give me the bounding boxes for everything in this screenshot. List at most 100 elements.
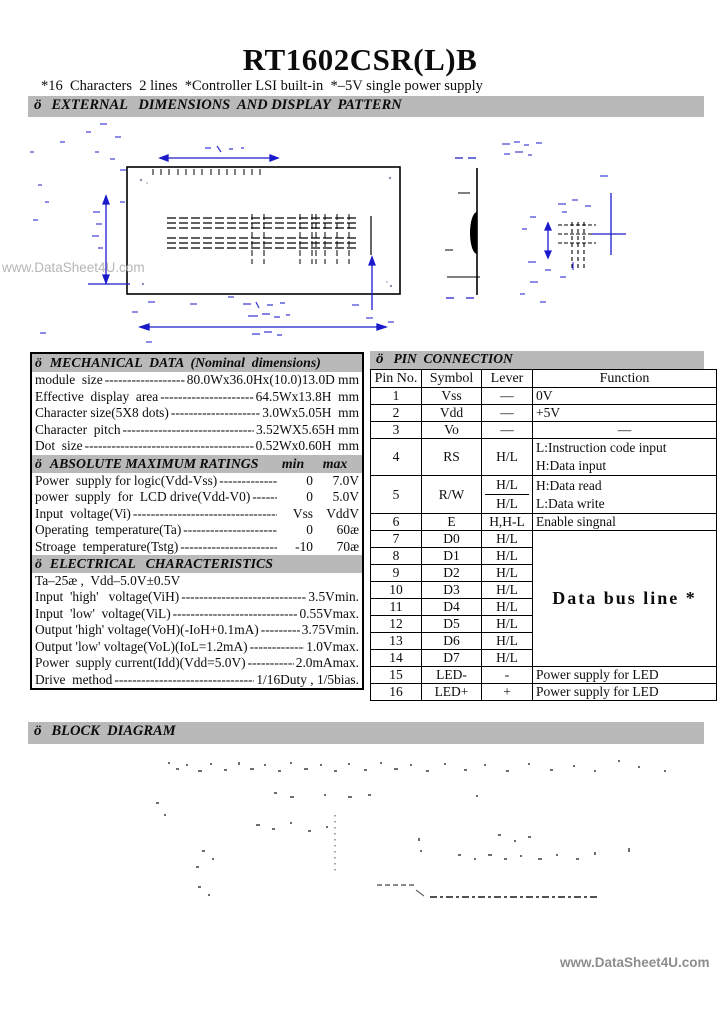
dash-leader [171, 405, 260, 422]
dash-leader [252, 489, 277, 506]
dash-leader [219, 473, 277, 490]
dimension-lines [30, 123, 626, 343]
spec-label: module size [35, 372, 103, 387]
pin-function-line: H:Data read [536, 477, 602, 493]
pin-row: 7 D0 H/L Data bus line * [370, 530, 717, 667]
pin-lever-line: H/L [496, 496, 518, 511]
spec-value: 1.0Vmax. [306, 638, 359, 654]
pin-row: 10 D3 H/L [370, 581, 717, 599]
col-header-symbol: Symbol [421, 369, 482, 388]
spec-value: 3.5Vmin. [308, 589, 359, 604]
spec-label: Output 'low' voltage(VoL)(IoL=1.2mA) [35, 638, 248, 654]
section-bullet-icon: ö [35, 355, 42, 370]
section-title-block: BLOCK DIAGRAM [51, 723, 176, 739]
col-header-function: Function [532, 369, 717, 388]
section-title-external: EXTERNAL DIMENSIONS AND DISPLAY PATTERN [51, 97, 402, 113]
spec-label: Stroage temperature(Tstg) [35, 538, 179, 554]
dot-matrix-detail [558, 222, 596, 268]
spec-value: 1/16Duty , 1/5bias. [256, 671, 359, 687]
block-diagram-remnants [156, 760, 666, 898]
spec-label: Dot size [35, 438, 83, 453]
module-outline [126, 166, 401, 295]
section-bullet-icon: ö [35, 455, 42, 471]
mechanical-row: module size 80.0Wx36.0Hx(10.0)13.0D mm [32, 372, 362, 389]
spec-label: Character size(5X8 dots) [35, 405, 169, 420]
dash-leader [250, 639, 305, 656]
dash-leader [181, 589, 306, 606]
rating-min: 0 [306, 522, 313, 537]
pin-row: 2 Vdd — +5V [370, 404, 717, 422]
pin-connection-table: Pin No. Symbol Lever Function 1 Vss — 0V… [370, 369, 717, 701]
watermark-left: www.DataSheet4U.com [2, 260, 145, 275]
pin-row: 12 D5 H/L [370, 615, 717, 633]
ratings-row: Input voltage(Vi) Vss VddV [32, 506, 362, 523]
side-view [445, 168, 480, 295]
electrical-row: Power supply current(Idd)(Vdd=5.0V) 2.0mA… [32, 655, 362, 672]
page-subtitle: *16 Characters 2 lines *Controller LSI b… [41, 78, 483, 94]
pin-function-line: H:Data input [536, 458, 607, 473]
ratings-max-header: max [322, 455, 348, 471]
pin-row: 9 D2 H/L [370, 564, 717, 582]
watermark-bottom: www.DataSheet4U.com [560, 955, 710, 970]
spec-value: 2.0mAmax. [295, 655, 359, 670]
dash-leader [261, 622, 300, 639]
mechanical-row: Character size(5X8 dots) 3.0Wx5.05H mm [32, 405, 362, 422]
spec-value: 64.5Wx13.8H mm [255, 388, 359, 404]
section-bullet-icon: ö [35, 556, 42, 571]
mechanical-row: Dot size 0.52Wx0.60H mm [32, 438, 362, 455]
rating-max: 7.0V [332, 472, 359, 488]
spec-value: 3.52WX5.65H mm [255, 421, 359, 437]
electrical-row: Output 'low' voltage(VoL)(IoL=1.2mA) 1.0V… [32, 639, 362, 656]
spec-label: Input voltage(Vi) [35, 505, 131, 521]
spec-value: 3.0Wx5.05H mm [262, 405, 359, 420]
spec-value: 0.55Vmax. [299, 605, 359, 621]
spec-label: Input 'high' voltage(ViH) [35, 589, 180, 604]
pin-row: 14 D7 H/L [370, 649, 717, 667]
section-bullet-icon: ö [34, 97, 42, 113]
dash-leader [105, 372, 185, 389]
spec-label: Input 'low' voltage(ViL) [35, 605, 171, 621]
rating-max: 70æ [336, 538, 359, 554]
electrical-row: Output 'high' voltage(VoH)(-IoH+0.1mA)3.… [32, 622, 362, 639]
section-title-pin: PIN CONNECTION [393, 351, 513, 366]
spec-label: Power supply current(Idd)(Vdd=5.0V) [35, 655, 246, 670]
electrical-row: Input 'low' voltage(ViL) 0.55Vmax. [32, 606, 362, 623]
col-header-pin-no: Pin No. [370, 369, 422, 388]
spec-value: 0.52Wx0.60H mm [255, 438, 359, 453]
mechanical-row: Character pitch3.52WX5.65H mm [32, 422, 362, 439]
display-pattern [167, 214, 372, 264]
rating-min: 0 [306, 489, 313, 504]
section-title-mechanical: MECHANICAL DATA (Nominal dimensions) [49, 355, 321, 370]
pin-function-line: L:Instruction code input [536, 440, 667, 455]
spec-box: ö MECHANICAL DATA (Nominal dimensions) mo… [30, 352, 364, 690]
spec-value: 3.75Vmin. [301, 622, 359, 637]
spec-label: power supply for LCD drive(Vdd-V0) [35, 489, 251, 504]
rating-max: VddV [326, 505, 359, 521]
dash-leader [183, 522, 277, 539]
pin-row: 13 D6 H/L [370, 632, 717, 650]
external-dimensions-drawing [30, 123, 626, 343]
pin-lever-line: H/L [485, 477, 529, 495]
pin-row: 1 Vss — 0V [370, 387, 717, 405]
pin-row: 5 R/W H/L H/L H:Data read L:Data write [370, 475, 717, 514]
section-bar-external-dimensions: ö EXTERNAL DIMENSIONS AND DISPLAY PATTERN [28, 96, 704, 117]
rating-max: 60æ [336, 522, 359, 537]
mechanical-row: Effective display area 64.5Wx13.8H mm [32, 389, 362, 406]
dash-leader [114, 672, 254, 689]
pin-row: 6 E H,H-L Enable singnal [370, 513, 717, 531]
dash-leader [85, 438, 254, 455]
dash-leader [160, 389, 253, 406]
rating-min: Vss [292, 505, 313, 521]
pin-row: 16 LED+ + Power supply for LED [370, 683, 717, 701]
col-header-lever: Lever [481, 369, 533, 388]
spec-label: Effective display area [35, 388, 159, 404]
pin-row: 15 LED- - Power supply for LED [370, 666, 717, 684]
spec-value: 80.0Wx36.0Hx(10.0)13.0D mm [186, 372, 359, 387]
